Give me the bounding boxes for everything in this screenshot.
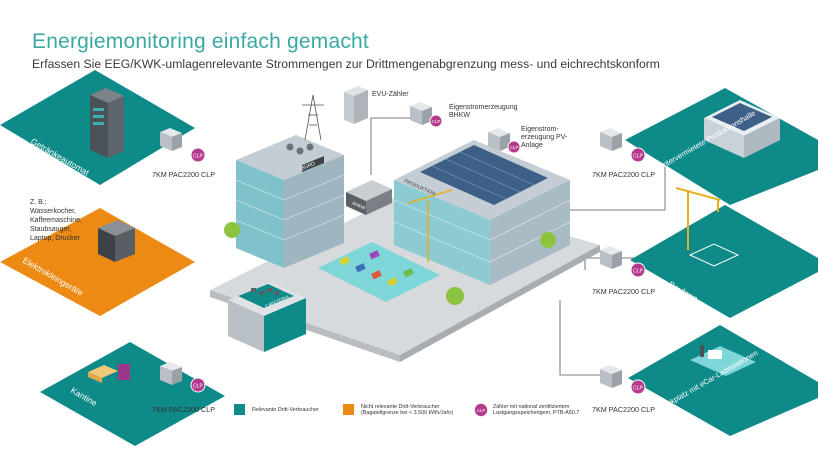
connector-produktionshalle — [542, 143, 666, 211]
meter-bhkw — [410, 102, 432, 125]
kantine-food — [88, 364, 130, 383]
center-crane — [407, 189, 453, 262]
clp-badge: CLP — [630, 379, 646, 395]
vending-machine — [90, 88, 124, 158]
clp-badge: CLP — [507, 140, 521, 154]
legend-swatch-relevant — [234, 404, 245, 415]
label-bhkw: Eigenstromerzeugung BHKW — [449, 104, 518, 119]
label-pv: Eigenstrom-erzeugung PV-Anlage — [521, 126, 568, 149]
legend-swatch-not-relevant — [343, 404, 354, 415]
page-subtitle: Erfassen Sie EEG/KWK-umlagenrelevante St… — [32, 57, 660, 71]
ev-charging-area — [690, 345, 756, 376]
power-pylon — [302, 94, 324, 141]
meter-produktionshalle — [600, 128, 622, 151]
svg-text:CLP: CLP — [193, 154, 203, 160]
hall-building — [704, 100, 780, 158]
production-building — [393, 140, 571, 285]
legend-relevant: Relevante Dritt-Verbraucher — [252, 407, 319, 413]
svg-text:CLP: CLP — [633, 386, 643, 392]
connector-bhkw — [370, 117, 411, 175]
clp-badge: CLP — [630, 147, 646, 163]
zone-parkplatz — [628, 325, 818, 436]
evu-cabinet — [344, 86, 368, 124]
meter-kantine — [160, 362, 182, 385]
meter-getraenkeautomat — [160, 128, 182, 151]
meter-label-getraenkeautomat: 7KM PAC2200 CLP — [152, 170, 215, 179]
svg-text:CLP: CLP — [477, 408, 486, 413]
meter-label-parkplatz: 7KM PAC2200 CLP — [592, 405, 655, 414]
meter-label-kantine: 7KM PAC2200 CLP — [152, 405, 215, 414]
connector-parkplatz — [559, 300, 620, 376]
meter-label-produktionshalle: 7KM PAC2200 CLP — [592, 170, 655, 179]
legend-meter: Zähler mit national zertifiziertem Lastg… — [493, 404, 580, 417]
meter-devices — [160, 102, 622, 388]
meter-parkplatz — [600, 365, 622, 388]
devices-list: Z. B.: Wasserkocher, Kaffeemaschine, Sta… — [30, 199, 83, 242]
svg-text:CLP: CLP — [193, 384, 203, 390]
label-evu-zaehler: EVU-Zähler — [372, 91, 409, 98]
meter-label-baukran: 7KM PAC2200 CLP — [592, 287, 655, 296]
sign-bhkw: BHKW — [352, 200, 367, 211]
zone-elektrokleingeraete — [0, 208, 195, 316]
construction-fence — [688, 243, 740, 267]
clp-badge: CLP — [190, 377, 206, 393]
clp-badge: CLP — [429, 114, 443, 128]
clp-badge: CLP — [630, 262, 646, 278]
svg-text:CLP: CLP — [633, 154, 643, 160]
parked-cars — [339, 250, 414, 287]
sign-buero: BÜRO — [300, 160, 316, 172]
coffee-machine — [98, 220, 135, 262]
crane-icon — [675, 187, 721, 250]
meter-pv — [488, 128, 510, 151]
legend-clp-icon: CLP — [474, 403, 488, 417]
page-title: Energiemonitoring einfach gemacht — [32, 30, 369, 53]
svg-text:CLP: CLP — [633, 269, 643, 275]
meter-baukran — [600, 246, 622, 269]
trees — [224, 222, 556, 305]
legend-not-relevant: Nicht relevante Dritt-Verbraucher (Bagat… — [361, 404, 454, 417]
office-building — [235, 135, 345, 268]
clp-badges: CLP CLP CLP CLP CLP CLP CLP — [190, 114, 646, 395]
bhkw-unit — [346, 180, 392, 215]
svg-text:CLP: CLP — [510, 145, 519, 150]
clp-badge: CLP — [190, 147, 206, 163]
cafeteria-building — [228, 282, 306, 352]
zone-kantine — [40, 342, 225, 446]
svg-text:CLP: CLP — [432, 119, 441, 124]
